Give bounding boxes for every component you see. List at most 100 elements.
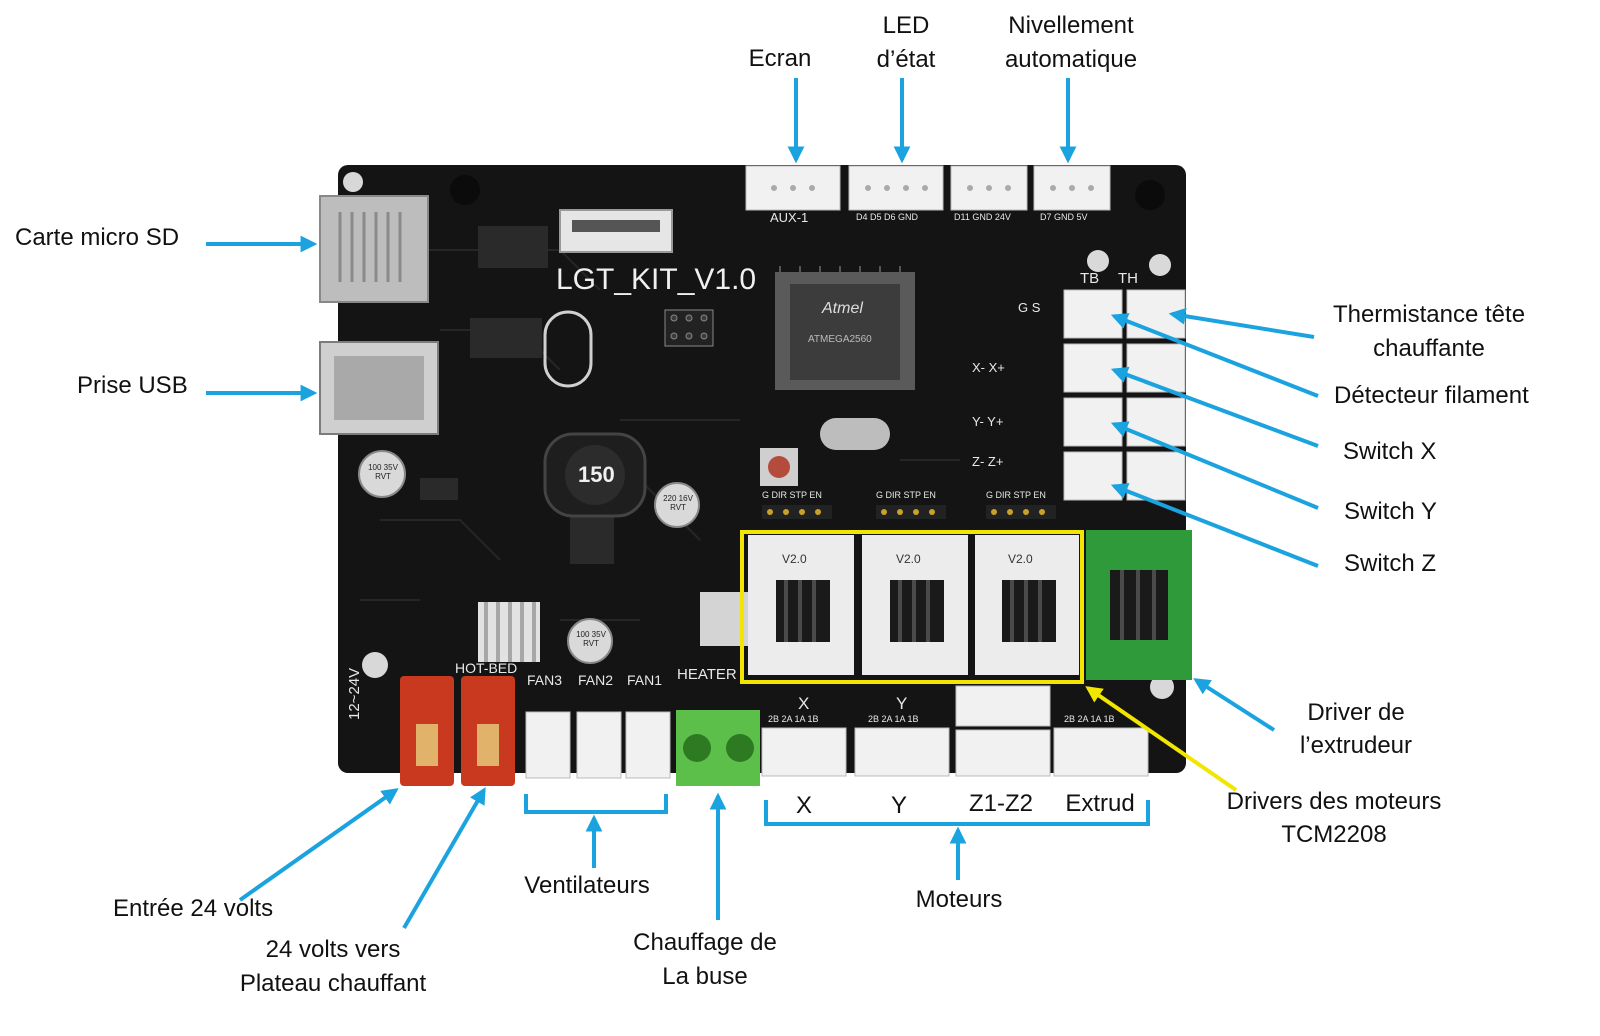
drivers-highlight-box	[740, 530, 1084, 684]
label-ecran: Ecran	[748, 45, 812, 72]
ic-chip	[420, 478, 458, 500]
label-motor-z: Z1-Z2	[968, 790, 1034, 817]
fan2-label: FAN2	[578, 672, 614, 688]
fan-connectors	[525, 711, 671, 779]
motor-pins-silk: 2B 2A 1A 1B	[1064, 714, 1115, 724]
driver-version: V2.0	[1008, 552, 1033, 566]
label-switch-x: Switch X	[1343, 438, 1437, 465]
cap-label: 220 16V RVT	[663, 494, 693, 512]
y-endstop-label: Y- Y+	[972, 414, 1004, 429]
gs-label: G S	[1018, 300, 1041, 315]
label-motor-y: Y	[890, 792, 908, 819]
top-connector-leveling	[1033, 165, 1111, 211]
label-detecteur: Détecteur filament	[1334, 382, 1529, 409]
label-driver-extrudeur-2: l’extrudeur	[1299, 732, 1413, 759]
chip-brand: Atmel	[822, 300, 863, 317]
motor-connectors	[761, 685, 1149, 777]
driver-dir-label: G DIR STP EN	[876, 490, 936, 500]
stepper-driver-x	[748, 535, 854, 675]
arrows	[206, 78, 1319, 930]
fan1-label: FAN1	[627, 672, 663, 688]
crystal	[543, 310, 593, 388]
label-thermistance-1: Thermistance tête	[1332, 301, 1526, 328]
label-drivers-1: Drivers des moteurs	[1226, 788, 1442, 815]
label-nivellement-2: automatique	[1004, 46, 1138, 73]
capacitor	[567, 618, 613, 664]
arrow-plateau	[402, 787, 486, 930]
board-name: LGT_KIT_V1.0	[556, 263, 757, 296]
motor-x-silk: X	[798, 694, 810, 713]
ic-chip	[470, 318, 542, 358]
bracket-moteurs	[764, 800, 1150, 826]
motor-y-silk: Y	[896, 694, 908, 713]
arrow-switch-y	[1110, 421, 1319, 510]
tb-label: TB	[1080, 270, 1100, 287]
fan3-label: FAN3	[527, 672, 563, 688]
aux-label: AUX-1	[770, 210, 809, 225]
mosfet-heatsink	[478, 602, 540, 662]
usb-port	[319, 341, 439, 435]
label-switch-y: Switch Y	[1344, 498, 1437, 525]
label-led-1: LED	[882, 12, 930, 39]
d7-conn-label: D7 GND 5V	[1040, 212, 1088, 222]
inductor	[543, 432, 647, 518]
arrow-drivers-yellow	[1085, 686, 1238, 792]
capacitor	[654, 482, 700, 528]
bracket-ventilateurs	[524, 794, 668, 814]
inductor-value: 150	[578, 462, 615, 487]
cap-label: 100 35V RVT	[576, 630, 606, 648]
label-drivers-2: TCM2208	[1281, 821, 1387, 848]
atmega-chip	[775, 266, 915, 390]
arrow-entree	[238, 788, 399, 902]
label-plateau-2: Plateau chauffant	[239, 970, 427, 997]
hotbed-plug	[461, 676, 515, 786]
crystal	[820, 418, 890, 450]
heater-terminal	[676, 710, 760, 786]
z-endstop-label: Z- Z+	[972, 454, 1004, 469]
capacitor	[1087, 250, 1109, 272]
arrow-switch-z	[1110, 483, 1319, 568]
driver-version: V2.0	[896, 552, 921, 566]
mount-hole	[450, 175, 480, 205]
label-moteurs: Moteurs	[915, 886, 1003, 913]
led-conn-label: D4 D5 D6 GND	[856, 212, 919, 222]
mount-hole	[343, 172, 363, 192]
driver-dir-label: G DIR STP EN	[762, 490, 822, 500]
d11-conn-label: D11 GND 24V	[954, 212, 1011, 222]
heater-label: HEATER	[677, 666, 737, 683]
label-chauffage-1: Chauffage de	[633, 929, 777, 956]
motor-pins-silk: 2B 2A 1A 1B	[868, 714, 919, 724]
stepper-driver-z	[975, 535, 1079, 675]
mount-hole	[1150, 675, 1174, 699]
label-motor-extrud: Extrud	[1065, 790, 1135, 817]
mount-hole	[1135, 180, 1165, 210]
top-connector-d11	[950, 165, 1028, 211]
chip-text: ATMEGA2560	[808, 334, 872, 345]
power-label: 12~24V	[346, 667, 363, 720]
arrow-thermistance	[1168, 307, 1315, 339]
label-chauffage-2: La buse	[662, 963, 748, 990]
label-switch-z: Switch Z	[1344, 550, 1437, 577]
driver-jumper-pins	[762, 505, 1056, 519]
capacitor	[358, 450, 406, 498]
arrow-driver-extrudeur	[1193, 678, 1276, 732]
ic-chip	[478, 226, 548, 268]
label-usb: Prise USB	[77, 372, 188, 399]
extruder-driver	[1086, 530, 1192, 680]
sd-card-slot	[319, 195, 429, 303]
label-nivellement-1: Nivellement	[1008, 12, 1134, 39]
label-thermistance-2: chauffante	[1373, 335, 1485, 362]
header-pins	[664, 309, 714, 347]
motor-pins-silk: 2B 2A 1A 1B	[768, 714, 819, 724]
label-ventilateurs: Ventilateurs	[524, 872, 650, 899]
label-motor-x: X	[795, 792, 813, 819]
label-driver-extrudeur-1: Driver de	[1307, 699, 1405, 726]
arrow-switch-x	[1110, 366, 1319, 448]
driver-version: V2.0	[782, 552, 807, 566]
capacitor	[1149, 254, 1171, 276]
label-plateau-1: 24 volts vers	[265, 936, 401, 963]
cap-label: 100 35V RVT	[368, 463, 398, 481]
top-connector-led	[848, 165, 944, 211]
label-sd: Carte micro SD	[15, 224, 180, 251]
